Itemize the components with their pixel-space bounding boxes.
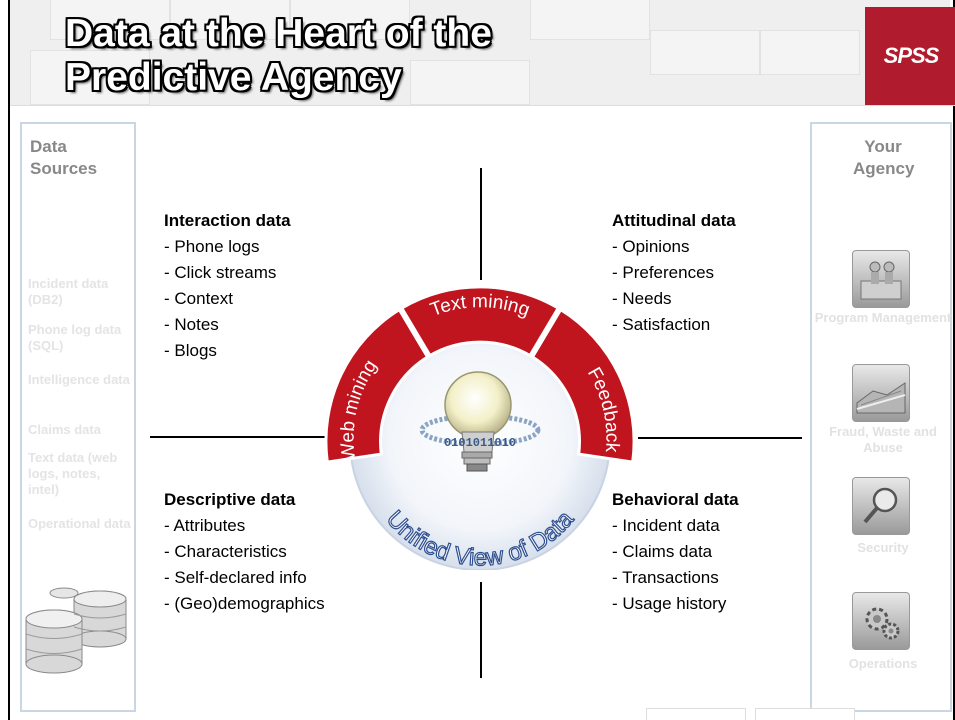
list-item: - (Geo)demographics bbox=[164, 594, 325, 613]
fraud-waste-abuse-icon bbox=[852, 364, 910, 422]
list-item: - Incident data bbox=[612, 516, 720, 535]
divider-bottom bbox=[480, 582, 482, 678]
web-mining-segment bbox=[324, 307, 430, 464]
list-item: - Blogs bbox=[164, 341, 217, 360]
your-agency-panel: Your Agency Program Management Fraud, Wa… bbox=[810, 122, 952, 712]
source-item: Intelligence data bbox=[28, 372, 130, 387]
behavioral-data-block: Behavioral data - Incident data - Claims… bbox=[612, 487, 739, 617]
text-mining-segment bbox=[399, 285, 561, 358]
list-item: - Preferences bbox=[612, 263, 715, 282]
bottom-tab bbox=[646, 708, 746, 720]
divider-left bbox=[150, 436, 328, 438]
header-tile bbox=[650, 30, 760, 75]
list-item: - Characteristics bbox=[164, 542, 287, 561]
data-sources-title: Data Sources bbox=[30, 137, 98, 178]
operations-gears-icon bbox=[852, 592, 910, 650]
unified-view-wheel: Web mining Text mining Feedback 01010110… bbox=[324, 285, 636, 570]
data-sources-panel: Data Sources Incident data (DB2) Phone l… bbox=[20, 122, 136, 712]
your-agency-title-text: Your Agency bbox=[853, 137, 915, 178]
your-agency-title: Your Agency bbox=[812, 136, 954, 180]
divider-top bbox=[480, 168, 482, 280]
list-item: - Satisfaction bbox=[612, 315, 711, 334]
header-tile bbox=[760, 30, 860, 75]
spss-logo: SPSS bbox=[865, 7, 955, 105]
agency-label: Program Management bbox=[814, 310, 952, 325]
header: Data at the Heart of the Predictive Agen… bbox=[10, 0, 950, 105]
list-item: - Opinions bbox=[612, 237, 690, 256]
program-management-icon bbox=[852, 250, 910, 308]
source-item: Operational data bbox=[28, 516, 131, 531]
list-item: - Phone logs bbox=[164, 237, 260, 256]
descriptive-data-block: Descriptive data - Attributes - Characte… bbox=[164, 487, 325, 617]
agency-label: Fraud, Waste and Abuse bbox=[829, 424, 937, 455]
logo-text: SPSS bbox=[883, 43, 940, 68]
header-tile bbox=[530, 0, 650, 40]
list-item: - Transactions bbox=[612, 568, 719, 587]
attitudinal-data-title: Attitudinal data bbox=[612, 211, 736, 230]
slide-title: Data at the Heart of the Predictive Agen… bbox=[65, 12, 492, 99]
interaction-data-block: Interaction data - Phone logs - Click st… bbox=[164, 208, 291, 364]
bottom-tab bbox=[755, 708, 855, 720]
source-item: Phone log data (SQL) bbox=[28, 322, 122, 353]
agency-label: Operations bbox=[848, 656, 918, 671]
list-item: - Self-declared info bbox=[164, 568, 307, 587]
header-tile bbox=[410, 60, 530, 105]
lightbulb-binary-icon: 0101011010 bbox=[419, 371, 541, 472]
list-item: - Claims data bbox=[612, 542, 713, 561]
database-icon bbox=[25, 587, 127, 674]
behavioral-data-title: Behavioral data bbox=[612, 490, 739, 509]
list-item: - Usage history bbox=[612, 594, 727, 613]
attitudinal-data-block: Attitudinal data - Opinions - Preference… bbox=[612, 208, 736, 338]
agency-label: Security bbox=[857, 540, 909, 555]
feedback-segment bbox=[530, 307, 636, 464]
security-magnifier-icon bbox=[852, 477, 910, 535]
list-item: - Needs bbox=[612, 289, 672, 308]
header-tile bbox=[290, 0, 410, 40]
slide-frame bbox=[8, 0, 955, 720]
list-item: - Context bbox=[164, 289, 233, 308]
divider-right bbox=[638, 437, 802, 439]
header-tile bbox=[30, 50, 150, 105]
descriptive-data-title: Descriptive data bbox=[164, 490, 296, 509]
header-tile bbox=[50, 0, 170, 40]
list-item: - Attributes bbox=[164, 516, 246, 535]
source-item: Incident data (DB2) bbox=[28, 276, 109, 307]
header-tile bbox=[170, 0, 290, 40]
list-item: - Click streams bbox=[164, 263, 277, 282]
header-divider bbox=[10, 105, 955, 106]
list-item: - Notes bbox=[164, 315, 219, 334]
interaction-data-title: Interaction data bbox=[164, 211, 291, 230]
binary-text: 0101011010 bbox=[444, 436, 516, 450]
source-item: Claims data bbox=[28, 422, 101, 437]
source-item: Text data (web logs, notes, intel) bbox=[28, 450, 118, 497]
